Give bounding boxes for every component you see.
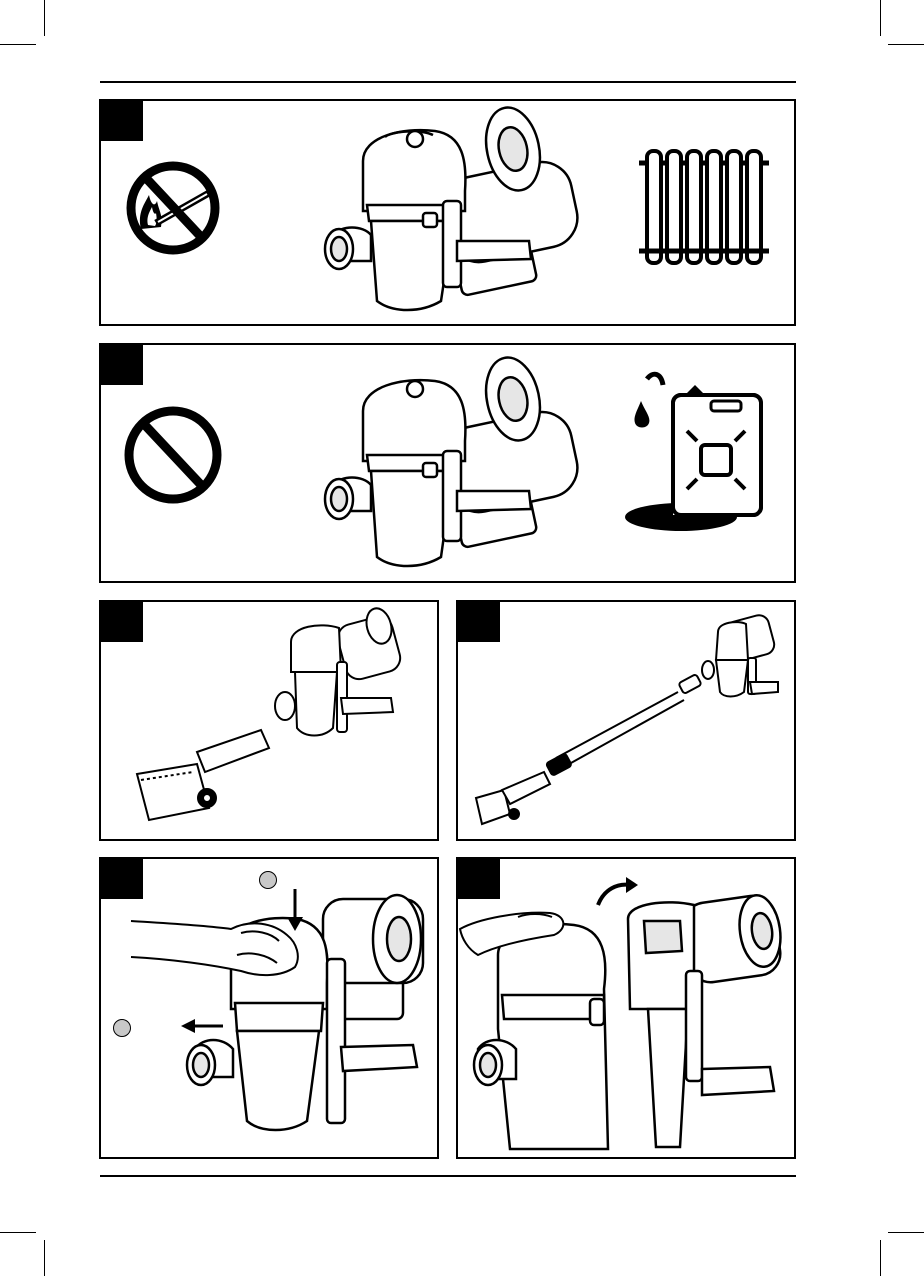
extension-tube-attach-illustration — [476, 613, 778, 824]
crop-mark — [44, 0, 45, 36]
crop-mark — [0, 1232, 36, 1233]
panel-5 — [99, 857, 439, 1159]
crop-mark — [888, 44, 924, 45]
vacuum-body-open-illustration — [628, 893, 785, 1147]
hand-illustration — [131, 921, 298, 975]
panel-2-illustration — [101, 345, 796, 583]
panel-4 — [456, 600, 796, 841]
prohibition-icon — [129, 411, 217, 499]
no-open-flame-icon — [131, 166, 215, 250]
crop-mark — [880, 1240, 881, 1276]
handheld-vacuum-illustration — [325, 103, 583, 310]
fuel-canister-icon — [625, 374, 761, 531]
panel-4-illustration — [458, 602, 796, 841]
panel-1-illustration — [101, 101, 796, 326]
panel-3 — [99, 600, 439, 841]
radiator-icon — [639, 151, 769, 263]
crop-mark — [0, 44, 36, 45]
panel-1 — [99, 99, 796, 326]
footer-rule — [100, 1175, 796, 1177]
handheld-vacuum-illustration — [325, 353, 583, 566]
left-arrow-icon — [181, 1019, 223, 1033]
step-marker-icon — [113, 1019, 131, 1037]
crop-mark — [888, 1232, 924, 1233]
floor-brush-attach-illustration — [137, 606, 403, 820]
panel-6 — [456, 857, 796, 1159]
panel-3-illustration — [101, 602, 439, 841]
crop-mark — [44, 1240, 45, 1276]
panel-2 — [99, 343, 796, 583]
panel-6-illustration — [458, 859, 796, 1159]
dust-bin-illustration — [474, 924, 608, 1149]
panel-5-illustration — [101, 859, 439, 1159]
rotate-arrow-icon — [598, 877, 638, 905]
crop-mark — [880, 0, 881, 36]
step-marker-icon — [259, 871, 277, 889]
header-rule — [100, 81, 796, 83]
